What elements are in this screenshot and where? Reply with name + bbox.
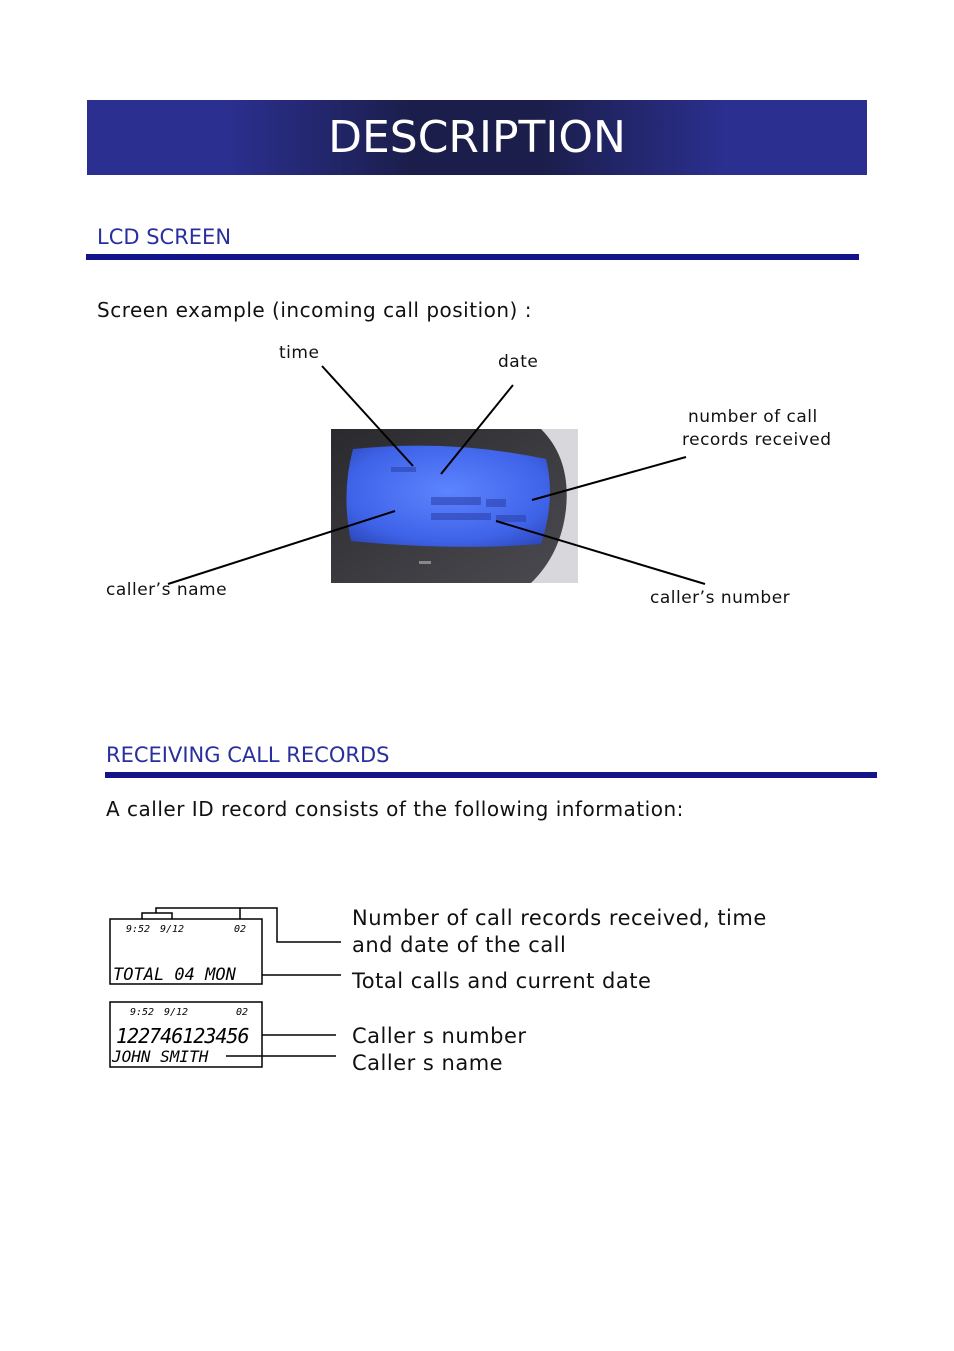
page-title: DESCRIPTION <box>328 112 626 163</box>
display-1-frame <box>109 918 263 985</box>
date-label: date <box>498 352 539 372</box>
display-2-number: 122746123456 <box>116 1024 249 1048</box>
lcd-photo <box>331 429 578 583</box>
display-2-date: 9/12 <box>164 1007 188 1018</box>
display-2-time: 9:52 <box>130 1007 154 1018</box>
legend-item-2: Total calls and current date <box>352 969 652 993</box>
title-banner <box>87 100 867 175</box>
display-1-date: 9/12 <box>160 924 184 935</box>
lcd-callout-lines <box>167 365 706 585</box>
callers-name-label: caller’s name <box>106 580 228 600</box>
legend-item-1-line1: Number of call records received, time <box>352 906 767 930</box>
records-intro-text: A caller ID record consists of the follo… <box>106 797 684 821</box>
records-label-line1: number of call <box>688 407 818 427</box>
lcd-section-heading: LCD SCREEN <box>97 225 232 249</box>
time-label: time <box>279 343 320 363</box>
display-2-name: JOHN SMITH <box>111 1047 209 1066</box>
records-section-rule <box>105 772 877 778</box>
display-2-count: 02 <box>236 1007 248 1018</box>
lcd-intro-text: Screen example (incoming call position) … <box>97 298 532 322</box>
display-1-line: TOTAL 04 MON <box>113 965 237 985</box>
display-1-time: 9:52 <box>126 924 150 935</box>
records-section-heading: RECEIVING CALL RECORDS <box>106 743 390 767</box>
display-1-count: 02 <box>234 924 246 935</box>
legend-item-1-line2: and date of the call <box>352 933 567 957</box>
legend-item-4: Caller s name <box>352 1051 504 1075</box>
callers-number-label: caller’s number <box>650 588 791 608</box>
records-label-line2: records received <box>682 430 832 450</box>
legend-item-3: Caller s number <box>352 1024 527 1048</box>
lcd-section-rule <box>86 254 859 260</box>
